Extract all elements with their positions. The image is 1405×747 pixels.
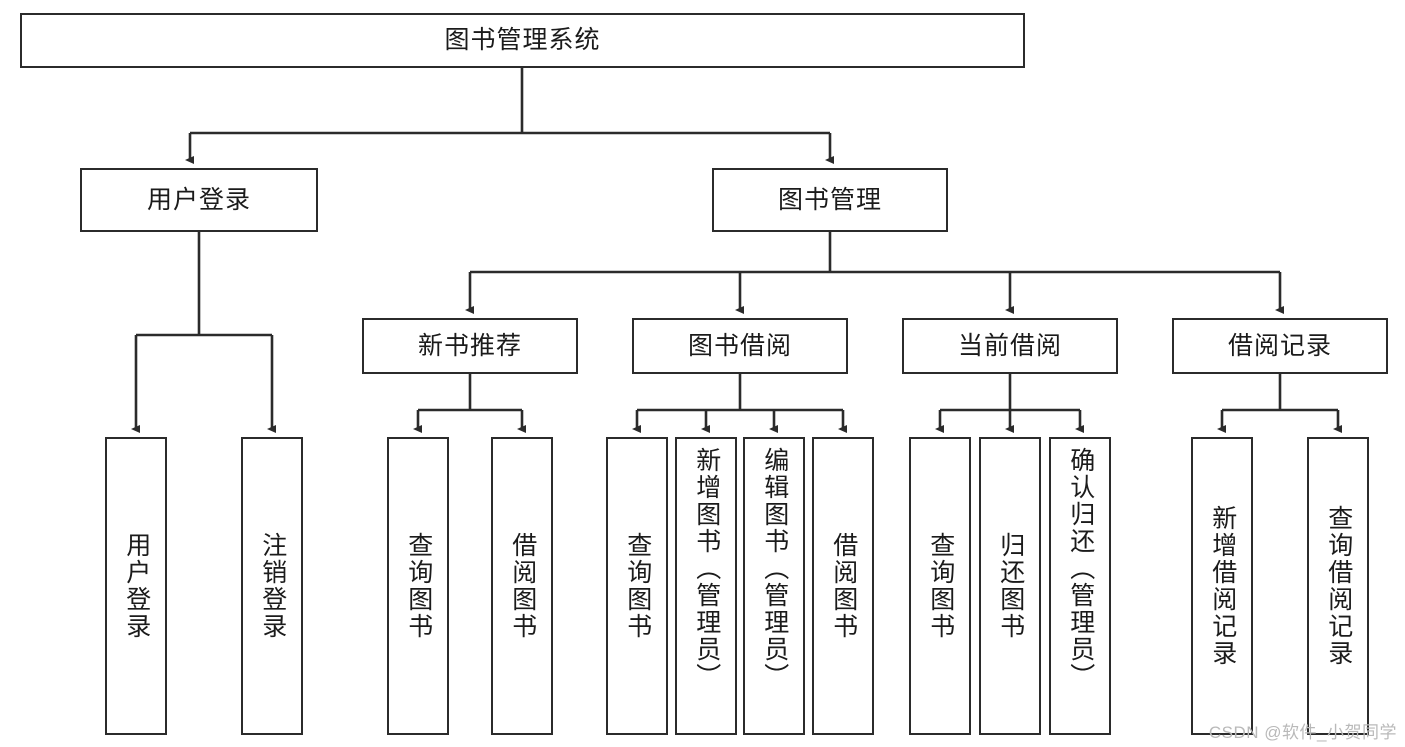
node-label: 编辑图书（管理员） — [760, 447, 789, 690]
node-label: 用户登录 — [122, 532, 151, 640]
node-label: 查询图书 — [623, 532, 652, 640]
leaf-node-query-book-2[interactable]: 查询图书 — [606, 437, 668, 735]
node-label: 新书推荐 — [417, 331, 522, 360]
node-new-book-recommend[interactable]: 新书推荐 — [362, 318, 578, 374]
node-label: 注销登录 — [258, 532, 287, 640]
leaf-node-user-logout[interactable]: 注销登录 — [241, 437, 303, 735]
node-user-login[interactable]: 用户登录 — [80, 168, 318, 232]
leaf-node-add-record[interactable]: 新增借阅记录 — [1191, 437, 1253, 735]
leaf-node-return-book[interactable]: 归还图书 — [979, 437, 1041, 735]
node-book-management[interactable]: 图书管理 — [712, 168, 948, 232]
node-label: 当前借阅 — [957, 331, 1062, 360]
node-current-borrow[interactable]: 当前借阅 — [902, 318, 1118, 374]
leaf-node-query-book-1[interactable]: 查询图书 — [387, 437, 449, 735]
node-label: 查询图书 — [926, 532, 955, 640]
node-label: 用户登录 — [146, 185, 251, 214]
node-label: 图书管理 — [777, 185, 882, 214]
leaf-node-query-record[interactable]: 查询借阅记录 — [1307, 437, 1369, 735]
leaf-node-confirm-return[interactable]: 确认归还（管理员） — [1049, 437, 1111, 735]
node-label: 借阅图书 — [829, 532, 858, 640]
leaf-node-borrow-book-1[interactable]: 借阅图书 — [491, 437, 553, 735]
node-label: 图书管理系统 — [444, 26, 601, 55]
node-label: 确认归还（管理员） — [1066, 447, 1095, 690]
leaf-node-edit-book[interactable]: 编辑图书（管理员） — [743, 437, 805, 735]
node-label: 图书借阅 — [687, 331, 792, 360]
leaf-node-user-login[interactable]: 用户登录 — [105, 437, 167, 735]
leaf-node-borrow-book-2[interactable]: 借阅图书 — [812, 437, 874, 735]
node-label: 新增借阅记录 — [1208, 505, 1237, 667]
node-borrow-record[interactable]: 借阅记录 — [1172, 318, 1388, 374]
node-label: 借阅记录 — [1227, 331, 1332, 360]
node-label: 新增图书（管理员） — [692, 447, 721, 690]
node-label: 归还图书 — [996, 532, 1025, 640]
watermark: CSDN @软件_小贺同学 — [1208, 723, 1397, 742]
node-book-borrow[interactable]: 图书借阅 — [632, 318, 848, 374]
node-book-management-system[interactable]: 图书管理系统 — [20, 13, 1025, 68]
node-label: 借阅图书 — [508, 532, 537, 640]
leaf-node-add-book[interactable]: 新增图书（管理员） — [675, 437, 737, 735]
leaf-node-query-book-3[interactable]: 查询图书 — [909, 437, 971, 735]
node-label: 查询图书 — [404, 532, 433, 640]
node-label: 查询借阅记录 — [1324, 505, 1353, 667]
